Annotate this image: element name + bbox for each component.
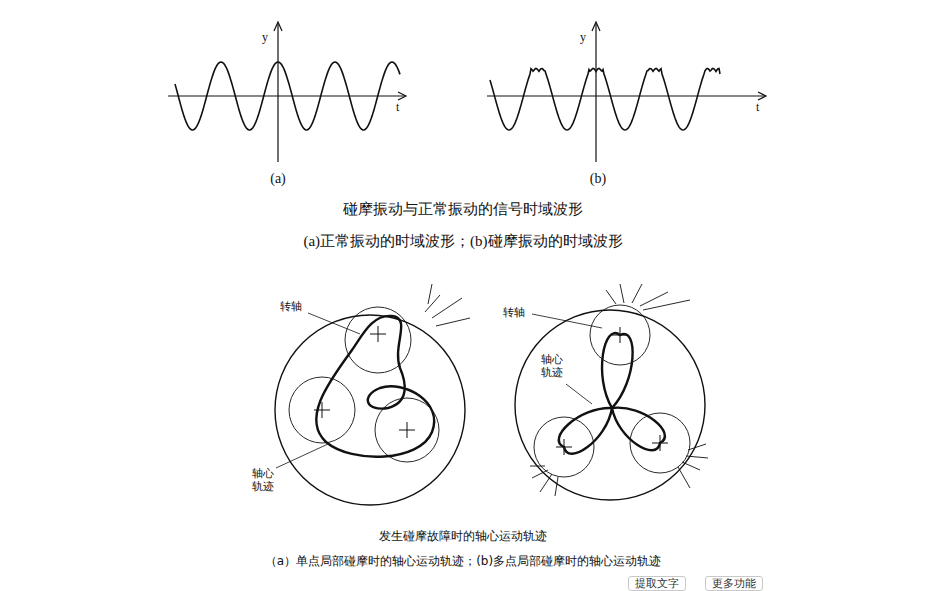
figure-caption: 发生碰摩故障时的轴心运动轨迹 [379,529,547,543]
part-label: 转轴 [280,300,302,313]
toolbar-button: 提取文字 [628,576,686,591]
orbit-curve [612,408,665,451]
figure-caption: 碰摩振动与正常振动的信号时域波形 [343,200,583,218]
part-label: 轴心 轨迹 [541,353,565,379]
axis-name: t [756,100,759,114]
leader-line [276,444,328,468]
plot-tag: (a) [270,171,286,188]
center-cross [556,327,668,455]
figure-subcaption: （a）单点局部碰摩时的轴心运动轨迹；(b)多点局部碰摩时的轴心运动轨迹 [265,554,661,568]
amplitude-axis [277,24,278,162]
time-axis [487,95,765,96]
rub-spark [425,284,470,326]
rub-spark [606,284,690,310]
axis-arrow [398,92,406,100]
orbit-curve [559,408,612,454]
leader-line [566,384,592,404]
toolbar-button: 更多功能 [705,576,763,591]
axis-name: y [262,30,268,44]
plot-tag: (b) [590,171,606,188]
bearing-housing [515,310,705,500]
time-axis [168,95,405,96]
part-label: 转轴 [503,306,525,319]
figure-subcaption: (a)正常振动的时域波形；(b)碰摩振动的时域波形 [303,232,622,250]
part-label: 轴心 轨迹 [252,467,276,493]
axis-name: y [580,30,586,44]
rub-spark [678,444,708,488]
rub-spark [530,466,558,496]
axis-arrow [592,22,600,31]
orbit-curve [602,333,633,408]
bearing-housing [275,315,465,505]
amplitude-axis [595,24,596,162]
axis-arrow [758,92,766,100]
leader-line [308,313,360,334]
rub-waveform [490,68,720,130]
normal-waveform [175,62,400,130]
leader-line [532,314,602,328]
axis-arrow [274,22,282,31]
orbit-curve [316,316,434,457]
axis-name: t [396,100,399,114]
